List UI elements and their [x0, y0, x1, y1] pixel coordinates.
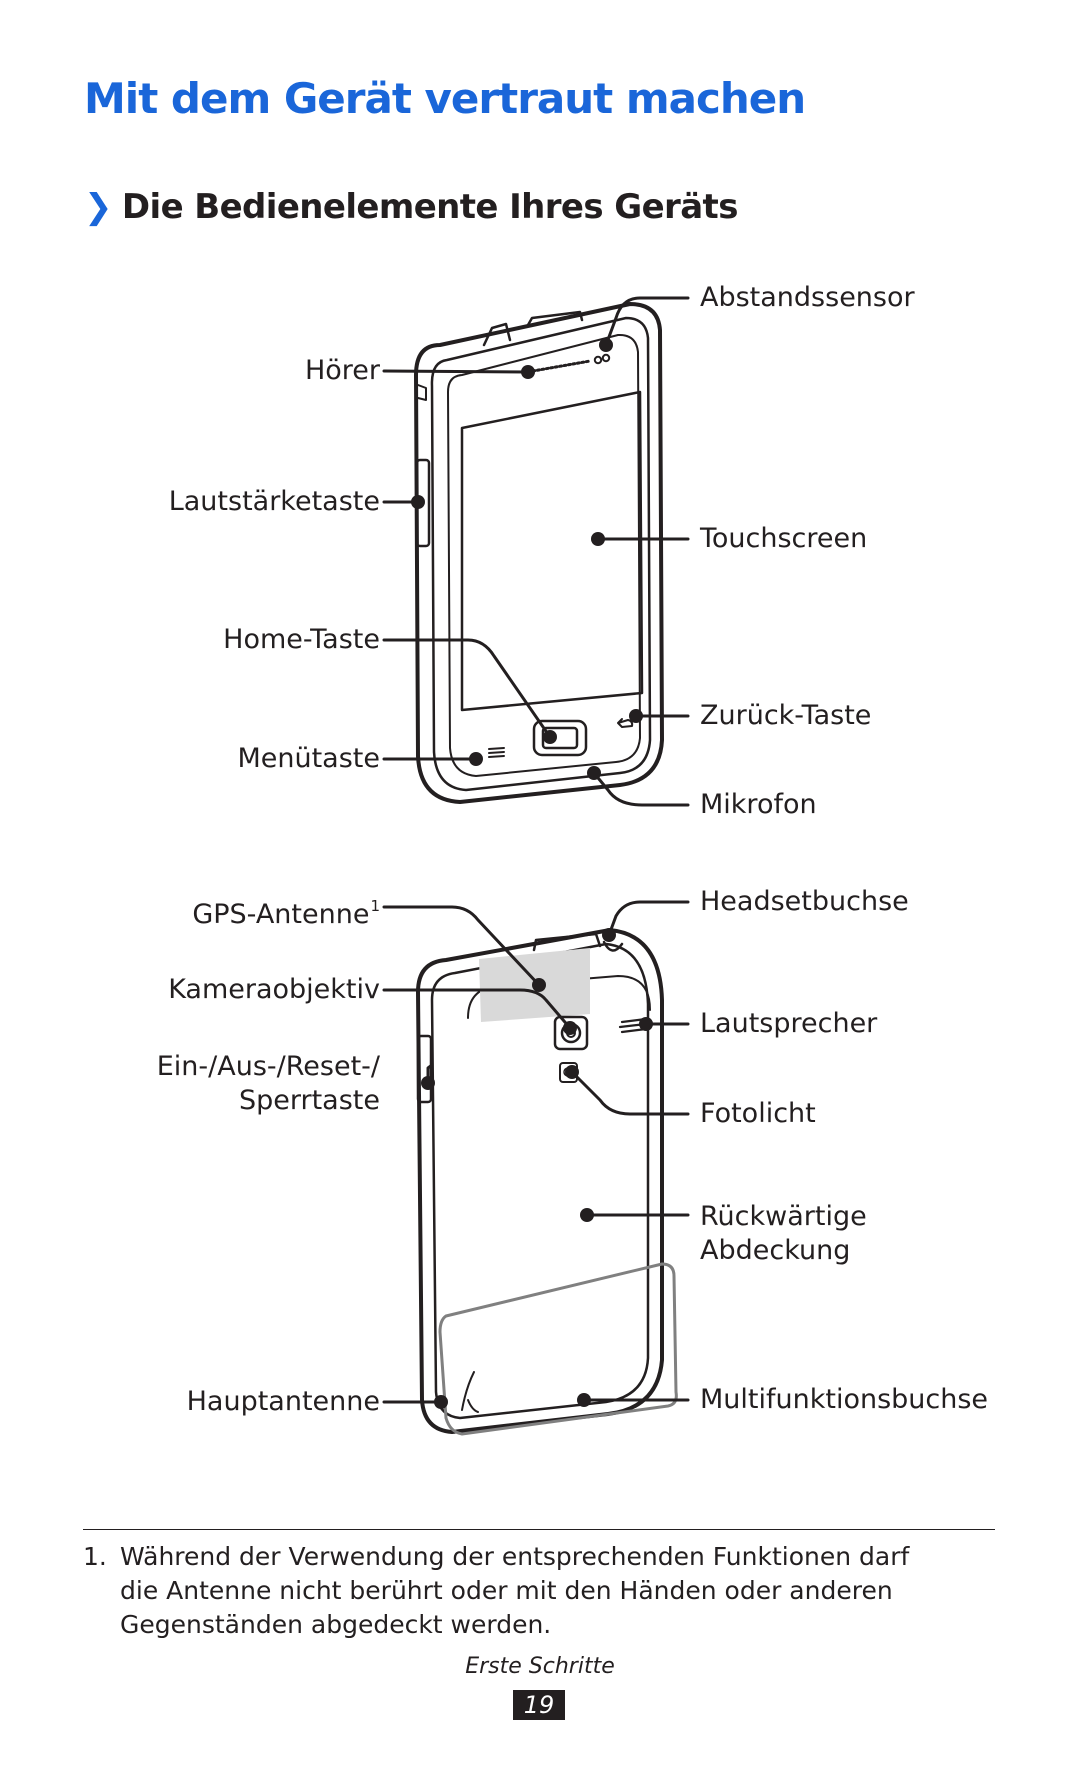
label-lautsprecher: Lautsprecher: [700, 1008, 878, 1039]
page-number: 19: [513, 1690, 565, 1720]
label-mikrofon: Mikrofon: [700, 789, 817, 820]
label-fotolicht: Fotolicht: [700, 1098, 816, 1129]
label-gps-antenne: GPS-Antenne1: [192, 897, 380, 930]
section-heading: ❯Die Bedienelemente Ihres Geräts: [84, 187, 738, 227]
label-ein-aus-reset-sperrtaste: Ein-/Aus-/Reset-/Sperrtaste: [156, 1051, 380, 1116]
label-multifunktionsbuchse: Multifunktionsbuchse: [700, 1384, 989, 1415]
label-hoerer: Hörer: [304, 355, 380, 386]
footnote-number: 1.: [83, 1542, 107, 1571]
label-home-taste: Home-Taste: [223, 624, 380, 655]
footnote-text: Während der Verwendung der entsprechende…: [120, 1542, 910, 1639]
footnote-divider: [83, 1529, 995, 1530]
label-headsetbuchse: Headsetbuchse: [700, 886, 909, 917]
footnote-marker: 1: [370, 897, 380, 915]
leader-dots: [411, 338, 653, 1409]
label-abstandssensor: Abstandssensor: [700, 282, 915, 313]
section-heading-text: Die Bedienelemente Ihres Geräts: [121, 187, 739, 227]
label-kameraobjektiv: Kameraobjektiv: [168, 974, 380, 1005]
label-lautstaerketaste: Lautstärketaste: [168, 486, 380, 517]
back-phone-illustration: [416, 928, 678, 1436]
front-phone-illustration: [414, 302, 664, 804]
leader-lines: [382, 296, 690, 1404]
footer-section-name: Erste Schritte: [465, 1654, 615, 1679]
page-title: Mit dem Gerät vertraut machen: [84, 74, 806, 123]
label-hauptantenne: Hauptantenne: [186, 1386, 380, 1417]
label-menuetaste: Menütaste: [237, 743, 380, 774]
label-touchscreen: Touchscreen: [700, 523, 868, 554]
label-zurueck-taste: Zurück-Taste: [700, 700, 872, 731]
chevron-right-icon: ❯: [84, 187, 112, 227]
